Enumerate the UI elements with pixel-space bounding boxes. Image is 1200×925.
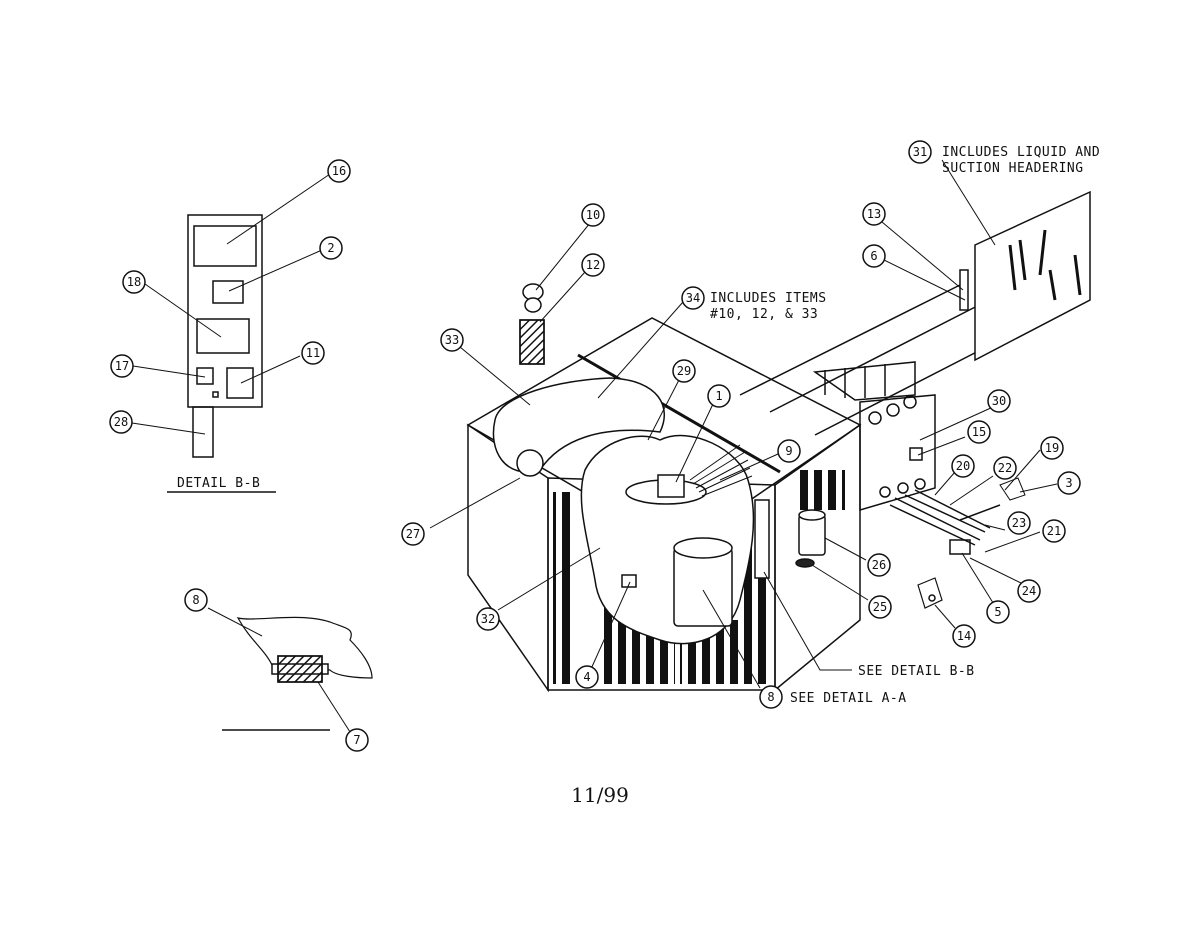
see-detail-a-a: SEE DETAIL A-A — [790, 691, 907, 706]
callout-26: 26 — [872, 558, 886, 572]
callout-15: 15 — [972, 425, 986, 439]
callout-12: 12 — [586, 258, 600, 272]
callout-24: 24 — [1022, 584, 1036, 598]
callout-9: 9 — [785, 444, 792, 458]
callout-31: 31 — [913, 145, 927, 159]
evaporator-coil — [959, 190, 1091, 362]
callout-numbers: 16 2 18 11 17 28 8 7 10 12 33 34 29 1 9 … — [114, 145, 1073, 747]
callout-22: 22 — [998, 461, 1012, 475]
cutaway-internals — [492, 377, 826, 645]
callout-1: 1 — [715, 389, 722, 403]
part-16-component — [193, 225, 257, 267]
callout-29: 29 — [677, 364, 691, 378]
part-11-component — [226, 367, 254, 399]
callout-5: 5 — [994, 605, 1001, 619]
callout-13: 13 — [867, 207, 881, 221]
callout-14: 14 — [957, 629, 971, 643]
see-detail-b-b: SEE DETAIL B-B — [858, 664, 975, 679]
callout-11: 11 — [306, 346, 320, 360]
callout-18: 18 — [127, 275, 141, 289]
callout-16: 16 — [332, 164, 346, 178]
note-31-line2: SUCTION HEADERING — [942, 161, 1084, 176]
part-28-component — [192, 406, 214, 458]
callout-circles — [109, 140, 1081, 752]
callout-17: 17 — [115, 359, 129, 373]
note-31-line1: INCLUDES LIQUID AND — [942, 145, 1100, 160]
part-2-component — [212, 280, 244, 304]
callout-21: 21 — [1047, 524, 1061, 538]
fan-motor-parts — [519, 283, 545, 365]
callout-8-detail: 8 — [192, 593, 199, 607]
callout-19: 19 — [1045, 441, 1059, 455]
callout-10: 10 — [586, 208, 600, 222]
callout-25: 25 — [873, 600, 887, 614]
leader-lines — [429, 159, 1058, 689]
callout-6: 6 — [870, 249, 877, 263]
part-18-component — [196, 318, 250, 354]
note-34-line1: INCLUDES ITEMS — [710, 291, 827, 306]
callout-34: 34 — [686, 291, 700, 305]
callout-7: 7 — [353, 733, 360, 747]
callout-8-main: 8 — [767, 690, 774, 704]
callout-33: 33 — [445, 333, 459, 347]
note-34-line2: #10, 12, & 33 — [710, 307, 818, 322]
callout-4: 4 — [583, 670, 590, 684]
callout-32: 32 — [481, 612, 495, 626]
callout-23: 23 — [1012, 516, 1026, 530]
callout-3: 3 — [1065, 476, 1072, 490]
callout-27: 27 — [406, 527, 420, 541]
callout-30: 30 — [992, 394, 1006, 408]
detail-a-a-mount — [207, 607, 373, 736]
page-number: 11/99 — [571, 783, 629, 807]
detail-b-b-title: DETAIL B-B — [177, 476, 260, 491]
callout-20: 20 — [956, 459, 970, 473]
callout-28: 28 — [114, 415, 128, 429]
detail-b-b-control-panel — [131, 173, 331, 493]
callout-2: 2 — [327, 241, 334, 255]
